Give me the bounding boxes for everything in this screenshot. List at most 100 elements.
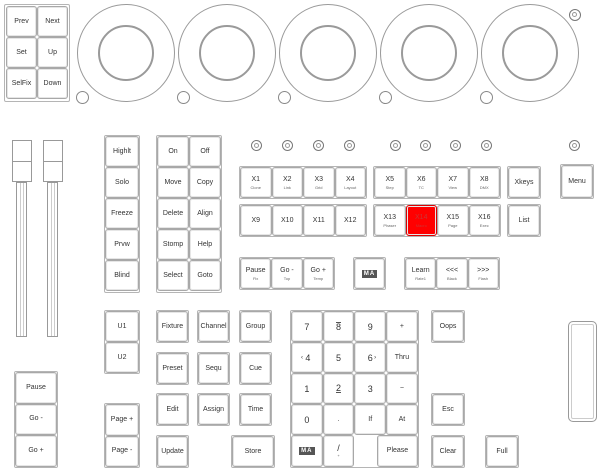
key-minus-button[interactable]: − (386, 373, 418, 404)
help-button[interactable]: Help (189, 229, 221, 260)
forward-button[interactable]: >>>Flash (467, 258, 499, 289)
encoder-1-knob[interactable] (98, 25, 154, 81)
key-thru-button[interactable]: Thru (386, 342, 418, 373)
key-9-button[interactable]: 9 (354, 311, 387, 342)
esc-button[interactable]: Esc (432, 394, 464, 425)
please-button[interactable]: Please (377, 435, 418, 467)
u1-button[interactable]: U1 (105, 311, 139, 342)
full-button[interactable]: Full (486, 436, 518, 467)
encoder-2[interactable] (178, 4, 276, 102)
main-pause-button[interactable]: Pause (15, 372, 57, 404)
key-plus-button[interactable]: + (386, 311, 418, 342)
keypad-ma-button[interactable]: MA (291, 435, 323, 467)
fader-1-knob[interactable] (12, 140, 32, 182)
key-dot-button[interactable]: . (322, 404, 355, 435)
on-button[interactable]: On (157, 136, 189, 167)
channel-button[interactable]: Channel (198, 311, 229, 342)
x12-button[interactable]: X12 (334, 205, 366, 236)
fader-2-track[interactable] (47, 182, 58, 337)
next-button[interactable]: Next (37, 6, 68, 37)
rewind-button[interactable]: <<<Black (436, 258, 468, 289)
encoder-4-knob[interactable] (401, 25, 457, 81)
encoder-5[interactable] (481, 4, 579, 102)
goto-button[interactable]: Goto (189, 260, 221, 291)
key-slash-button[interactable]: /+ (322, 435, 355, 467)
copy-button[interactable]: Copy (189, 167, 221, 198)
key-0-button[interactable]: 0 (291, 404, 323, 435)
prev-button[interactable]: Prev (6, 6, 37, 37)
clear-button[interactable]: Clear (432, 436, 464, 467)
encoder-1-button[interactable] (76, 91, 89, 104)
select-button[interactable]: Select (157, 260, 189, 291)
selfix-button[interactable]: SelFix (6, 68, 37, 99)
key-if-button[interactable]: If (354, 404, 387, 435)
encoder-5-knob[interactable] (502, 25, 558, 81)
x11-button[interactable]: X11 (303, 205, 335, 236)
prvw-button[interactable]: Prvw (105, 229, 139, 260)
page-plus-button[interactable]: Page + (105, 404, 139, 436)
highlt-button[interactable]: Highlt (105, 136, 139, 167)
xkeys-button[interactable]: Xkeys (508, 167, 540, 198)
up-button[interactable]: Up (37, 37, 68, 68)
preset-button[interactable]: Preset (157, 353, 188, 384)
stomp-button[interactable]: Stomp (157, 229, 189, 260)
encoder-3-knob[interactable] (300, 25, 356, 81)
fixture-button[interactable]: Fixture (157, 311, 188, 342)
encoder-1[interactable] (77, 4, 175, 102)
store-button[interactable]: Store (232, 436, 274, 467)
down-button[interactable]: Down (37, 68, 68, 99)
main-go-minus-button[interactable]: Go - (15, 403, 57, 435)
go-minus-button[interactable]: Go -Top (271, 258, 303, 289)
off-button[interactable]: Off (189, 136, 221, 167)
level-wheel[interactable] (568, 321, 597, 422)
go-plus-button[interactable]: Go +Temp (302, 258, 334, 289)
page-minus-button[interactable]: Page - (105, 435, 139, 467)
main-go-plus-button[interactable]: Go + (15, 435, 57, 467)
encoder-5-button[interactable] (480, 91, 493, 104)
align-button[interactable]: Align (189, 198, 221, 229)
sequ-button[interactable]: Sequ (198, 353, 229, 384)
cue-button[interactable]: Cue (240, 353, 271, 384)
oops-button[interactable]: Oops (432, 311, 464, 342)
move-button[interactable]: Move (157, 167, 189, 198)
key-4-button[interactable]: ‹4 (291, 342, 323, 373)
key-1-button[interactable]: 1 (291, 373, 323, 404)
key-8-button[interactable]: 8 (322, 311, 355, 342)
fader-2-knob[interactable] (43, 140, 63, 182)
group-button[interactable]: Group (240, 311, 271, 342)
key-5-button[interactable]: 5 (322, 342, 355, 373)
encoder-2-knob[interactable] (199, 25, 255, 81)
time-button[interactable]: Time (240, 394, 271, 425)
assign-button[interactable]: Assign (198, 394, 229, 425)
power-icon[interactable] (569, 9, 581, 21)
freeze-button[interactable]: Freeze (105, 198, 139, 229)
update-button[interactable]: Update (157, 436, 188, 467)
set-button[interactable]: Set (6, 37, 37, 68)
x9-button[interactable]: X9 (240, 205, 272, 236)
solo-button[interactable]: Solo (105, 167, 139, 198)
key-3-button[interactable]: 3 (354, 373, 387, 404)
edit-button[interactable]: Edit (157, 394, 188, 425)
fader-1-track[interactable] (16, 182, 27, 337)
u2-button[interactable]: U2 (105, 342, 139, 373)
list-button[interactable]: List (508, 205, 540, 236)
ma-button[interactable]: MA (354, 258, 385, 289)
key-7-button[interactable]: 7 (291, 311, 323, 342)
blind-button[interactable]: Blind (105, 260, 139, 291)
key-at-button[interactable]: At (386, 404, 418, 435)
key-6-button[interactable]: 6› (354, 342, 387, 373)
delete-button[interactable]: Delete (157, 198, 189, 229)
key-2-button[interactable]: 2 (322, 373, 355, 404)
